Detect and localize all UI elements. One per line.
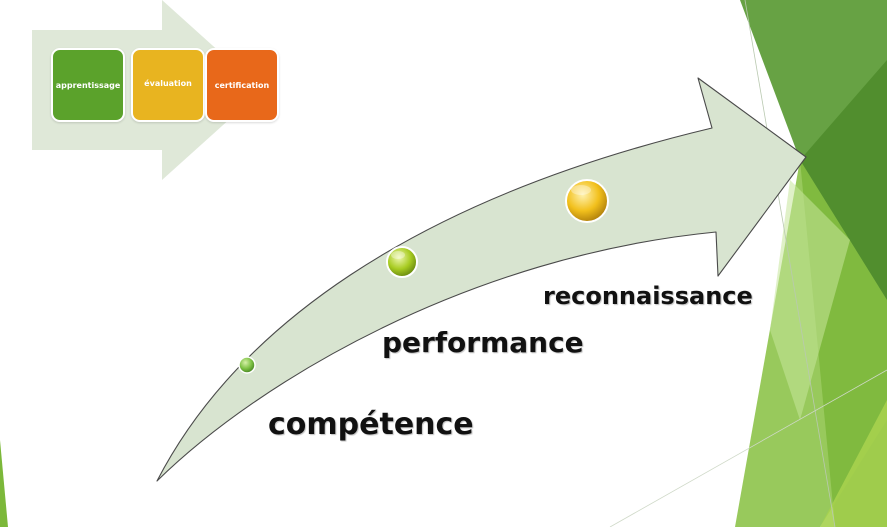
step-label-certification: certification [214,80,270,90]
milestone-highlight-2 [391,251,405,259]
stage-label-reconnaissance: reconnaissance [543,282,753,310]
step-label-evaluation: évaluation [144,79,192,88]
facet-bright-bottom [820,400,887,527]
step-box-certification: certification [205,48,279,122]
step-label-apprentissage: apprentissage [55,80,121,90]
facet-line-1 [744,0,836,527]
milestone-dot-reconnaissance [565,179,609,223]
facet-left-sliver [0,440,8,527]
milestone-dot-performance [386,246,418,278]
stage-label-competence: compétence [268,407,474,442]
stage-label-performance: performance [382,326,584,359]
step-box-evaluation: évaluation [131,48,205,122]
step-box-apprentissage: apprentissage [51,48,125,122]
facet-pale-strip [770,180,850,420]
milestone-highlight-3 [571,185,591,195]
milestone-dot-competence [238,356,256,374]
facet-line-2 [609,369,887,527]
progression-curved-arrow [156,77,807,482]
